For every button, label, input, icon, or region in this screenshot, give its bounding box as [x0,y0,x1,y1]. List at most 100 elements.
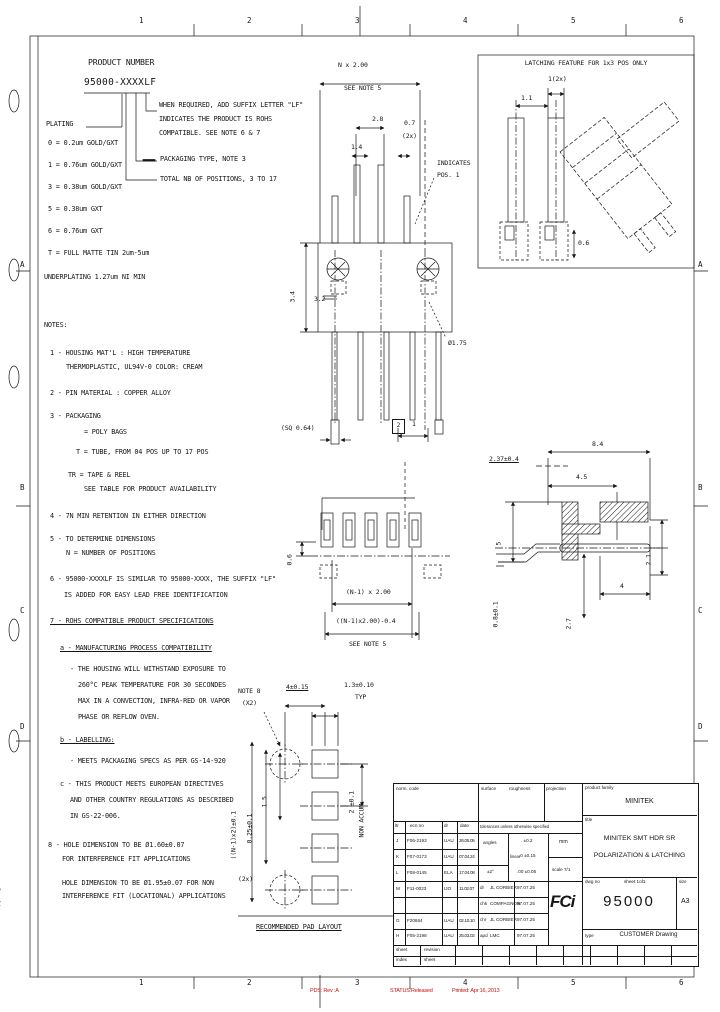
rev-cell: F08-0145 [407,870,427,875]
packaging-callout: PACKAGING TYPE, NOTE 3 [160,155,246,163]
plating-option: 1 = 0.76um GOLD/GXT [48,161,122,169]
note-line: 1 - HOUSING MAT'L : HIGH TEMPERATURE [50,349,191,357]
zone-number-bottom: 4 [463,978,468,987]
rev-cell: F20664 [407,918,423,923]
roughness-label: roughness [509,786,531,791]
zone-letter-right: D [698,722,703,731]
dwg-label: dwg no [585,879,600,884]
unit-label: mm [559,839,568,845]
tolerance-note: tolerances unless otherwise specified [480,824,550,829]
note-line: 7 - ROHS COMPATIBLE PRODUCT SPECIFICATIO… [50,617,214,625]
product-family-label: product family [585,785,614,790]
rev-cell: IJO [444,886,452,891]
suffix-note: COMPATIBLE. SEE NOTE 6 & 7 [159,129,261,137]
rev-col-header: dr [444,823,449,828]
note-line: FOR INTERFERENCE FIT APPLICATIONS [62,855,191,863]
footer-pds: PDS: Rev :A [310,988,339,994]
rev-cell: UAU [444,918,454,923]
drawing-title: MINITEK SMT HDR SR [603,835,676,842]
suffix-note: INDICATES THE PRODUCT IS ROHS [159,115,272,123]
plating-option: 0 = 0.2um GOLD/GXT [48,139,119,147]
note-line: 2 - PIN MATERIAL : COPPER ALLOY [50,389,171,397]
plating-option: 5 = 0.38um GXT [48,205,103,213]
title-block [393,783,699,967]
rev-cell: 11.02.07 [459,886,475,891]
plating-option: T = FULL MATTE TIN 2um-5um [48,249,150,257]
note-line: TR = TAPE & REEL [68,471,131,479]
note-line: c - THIS PRODUCT MEETS EUROPEAN DIRECTIV… [60,780,224,788]
rev-cell: 26.05.05 [459,838,475,843]
sig-role: chr [480,917,487,922]
zone-number-bottom: 5 [571,978,576,987]
tolerance-row: .0 ±0.15 [519,853,536,858]
sig-name: COMPAGNON [490,901,521,906]
dim-label: 4.5 [576,473,588,481]
note-line: MAX IN A CONVECTION, INFRA-RED OR VAPOR [78,697,230,705]
sig-role: dr [480,885,485,890]
dim-label: 3.4 [288,291,297,303]
dim-label: 1.4 [351,143,363,151]
note-line: = POLY BAGS [84,428,127,436]
rev-cell: UAU [444,838,454,843]
suffix-note: WHEN REQUIRED, ADD SUFFIX LETTER "LF" [159,101,304,109]
note-line: - THE HOUSING WILL WITHSTAND EXPOSURE TO [70,665,226,673]
note-line: IN GS-22-006. [70,812,121,820]
dim-label: 8.4 [592,440,604,448]
tolerance-row: . ±0.2 [521,838,533,843]
rev-cell: F11-0023 [407,886,427,891]
footer-printed: Printed: Apr 16, 2013 [452,988,500,994]
note-line: 8 - HOLE DIMENSION TO BE Ø1.60±0.07 [48,841,185,849]
sig-role: apd [480,933,488,938]
zone-number-top: 5 [571,16,576,25]
rev-col-header: ltr [395,823,399,828]
rev-cell: UAU [444,933,454,938]
dim-label: NON ACCUM. [357,800,366,838]
note-line: 3 - PACKAGING [50,412,101,420]
indicates-label: INDICATES [437,159,471,167]
note8-label: NOTE 8 [238,687,261,695]
dim-label: 2.8 [372,115,384,123]
zone-number-top: 3 [355,16,360,25]
sig-date: 97.07.25 [517,885,535,890]
sig-name: LMC [490,933,500,938]
title-label: title [585,817,593,822]
dim-label: 0.6 [285,554,294,566]
note-line: a - MANUFACTURING PROCESS COMPATIBILITY [60,644,212,652]
rev-cell: F05-2198 [407,933,427,938]
rev-cell: ELA [444,870,453,875]
rev-cell: K [396,854,400,859]
rev-cell: H [396,933,400,938]
pad-layout-title: RECOMMENDED PAD LAYOUT [256,923,342,931]
sig-date: 97.07.25 [517,901,535,906]
underplating-note: UNDERPLATING 1.27um NI MIN [44,273,146,281]
dim-label: N x 2.00 [338,61,368,69]
rev-cell: L [396,870,399,875]
dim-label: (SQ 0.64) [281,424,315,432]
type-label: type [585,933,594,938]
fci-logo: FCi [550,892,575,911]
dim-label: ((N-1)x2)±0.1 [229,811,238,860]
note-line: NOTES: [44,321,68,329]
rev-col-header: ecn no [410,823,424,828]
zone-number-bottom: 6 [679,978,684,987]
dim-label: 1 [412,420,416,428]
zone-letter-right: C [698,606,703,615]
rev-cell: M [396,886,400,891]
zone-number-bottom: 3 [355,978,360,987]
product-number: 95000-XXXXLF [84,77,157,88]
dim-label: 0.8±0.1 [491,601,500,628]
dim-label: ((N-1)x2.00)-0.4 [336,617,396,625]
see-note-label: SEE NOTE 5 [349,640,387,648]
dim-label: 1(2x) [548,75,567,83]
bottom-strip-label: sheet [396,947,408,952]
dim-label: (2x) [402,132,417,140]
footer-status: STATUS:Released [390,988,433,994]
note-line: - MEETS PACKAGING SPECS AS PER GS-14-920 [70,757,226,765]
dim-label: 0.6 [578,239,590,247]
sig-role: chk [480,901,488,906]
dim-label: 0.25±0.1 [245,813,254,844]
zone-number-bottom: 1 [139,978,144,987]
dim-label: (2x) [238,875,253,883]
dim-label: 1.5 [260,796,269,808]
